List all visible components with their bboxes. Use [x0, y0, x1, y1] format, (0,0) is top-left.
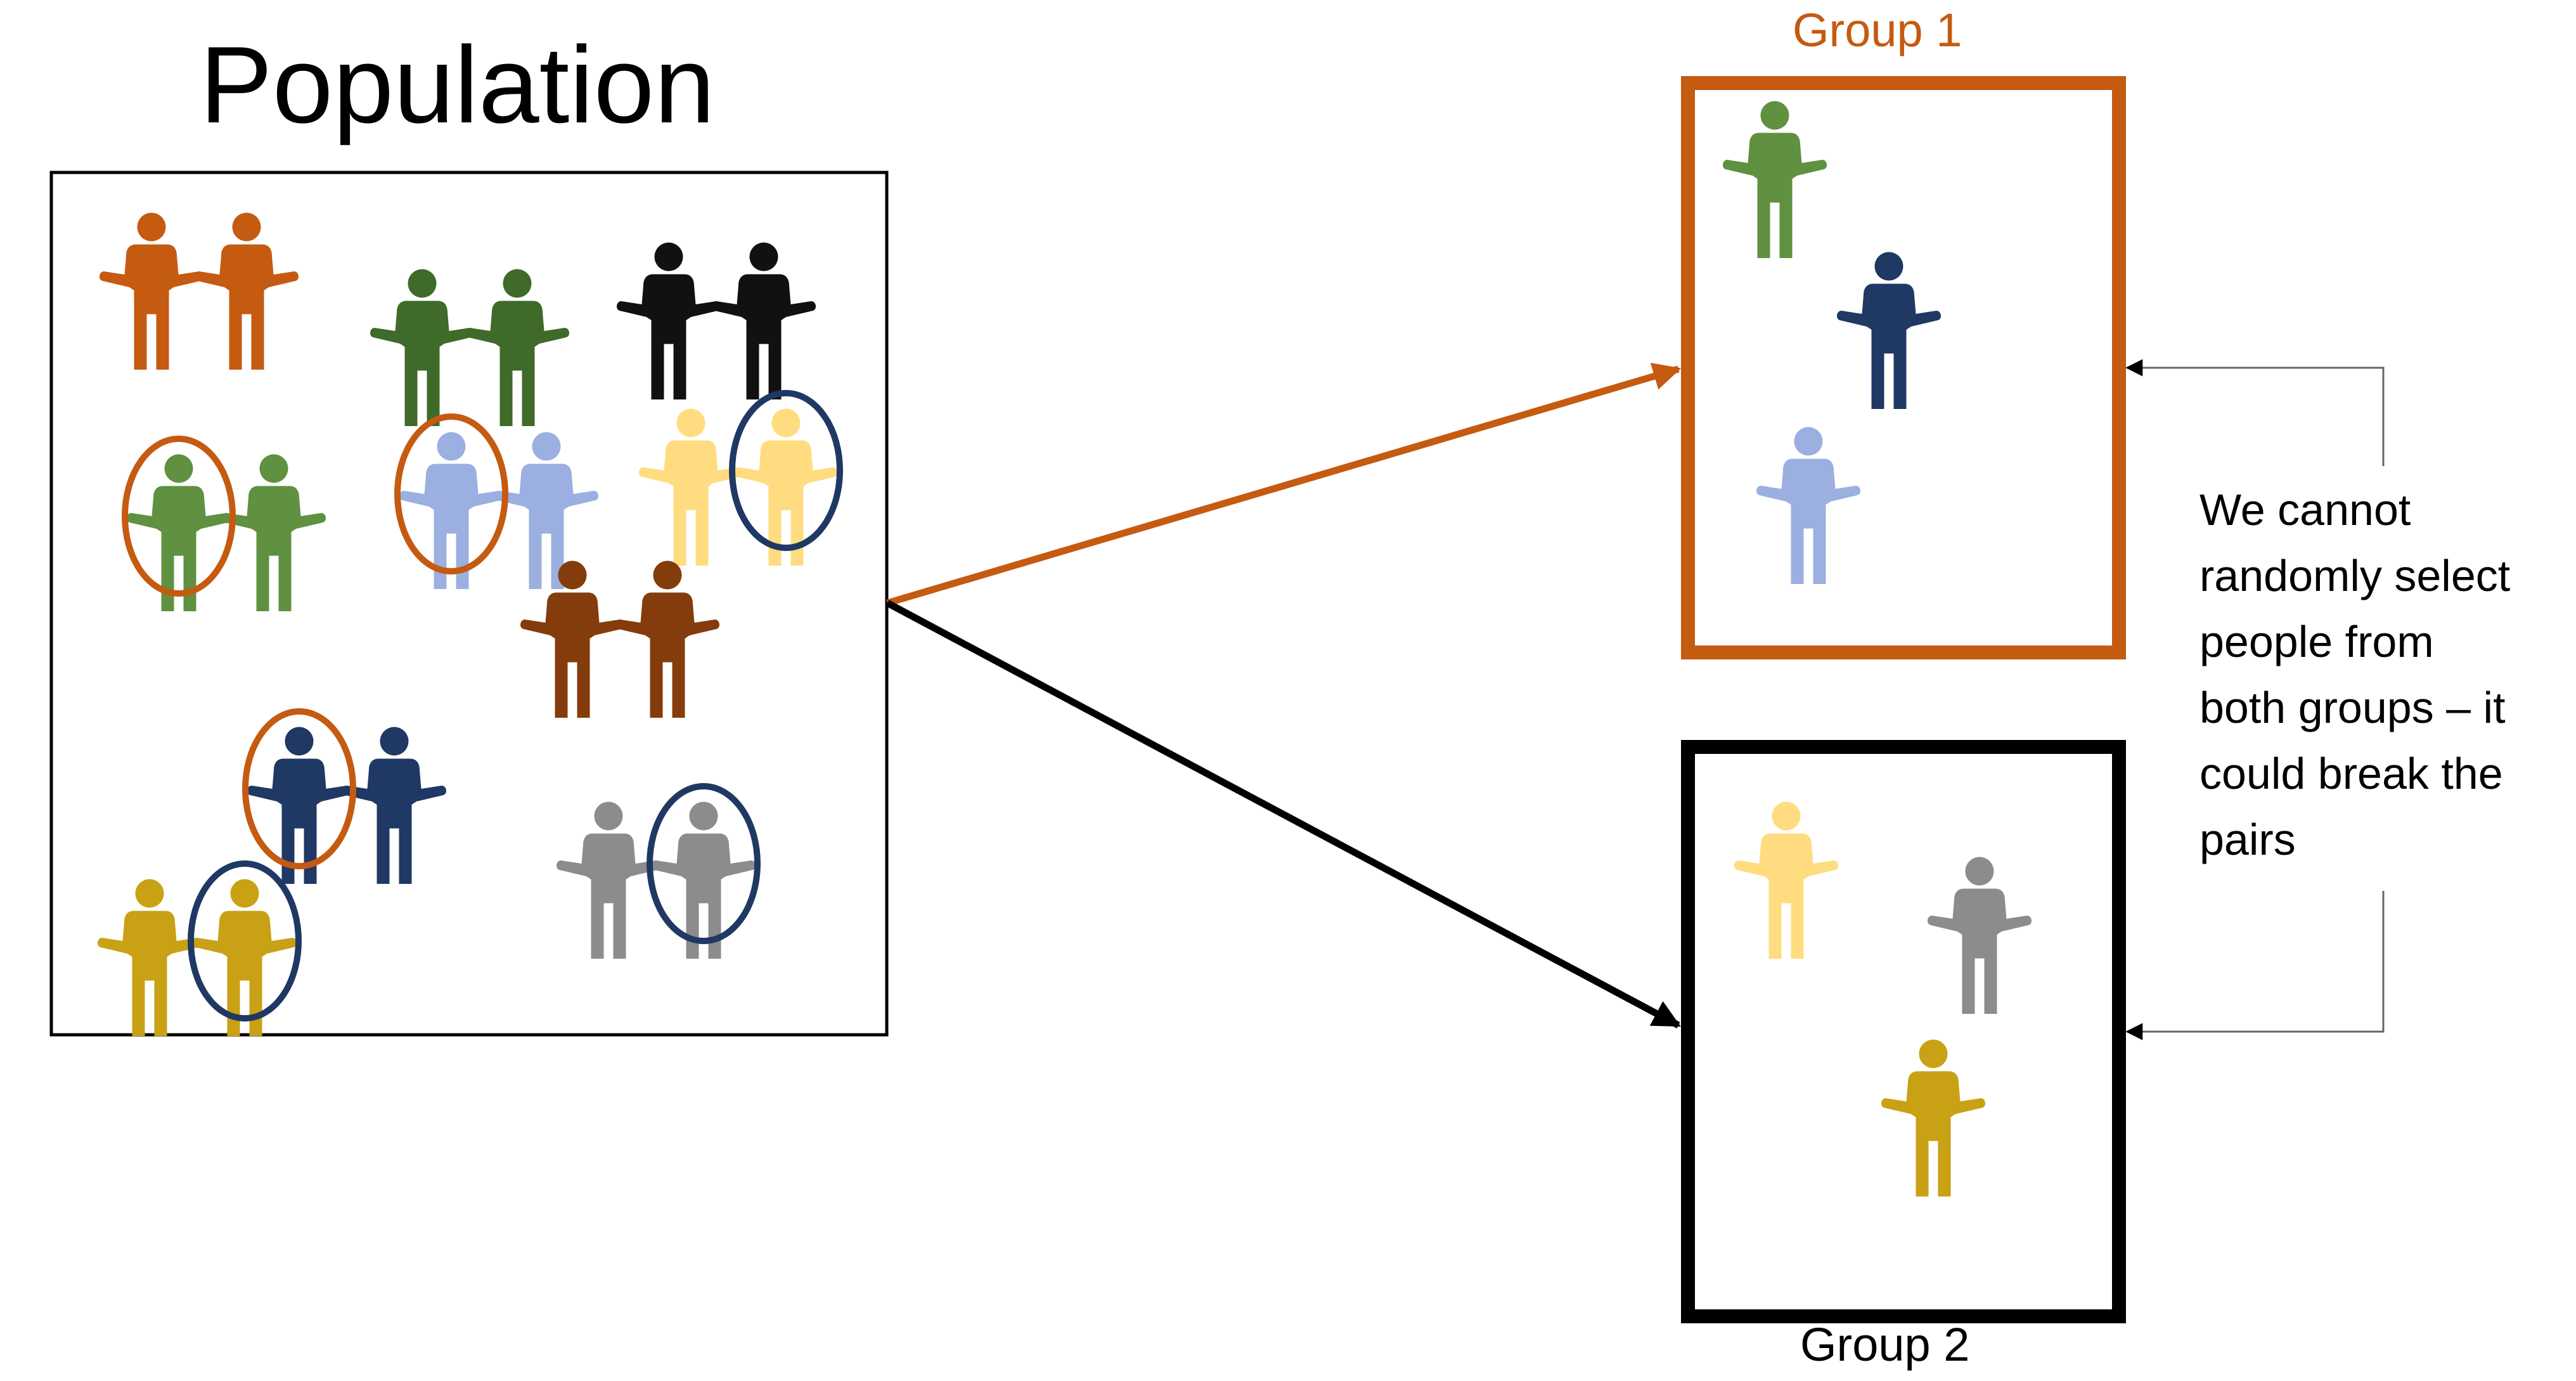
- person-pair: [556, 783, 761, 959]
- arrow-to-group1: [886, 363, 1682, 607]
- note-line: people from: [2199, 617, 2434, 666]
- person-icon: [616, 242, 721, 399]
- selection-circle: [729, 390, 843, 551]
- selection-circle: [188, 860, 302, 1021]
- person-icon: [638, 408, 744, 566]
- person-icon: [711, 242, 816, 399]
- note-line: We cannot: [2199, 485, 2411, 535]
- group2-title: Group 2: [1800, 1318, 1970, 1371]
- note-line: pairs: [2199, 815, 2296, 864]
- selection-circle: [394, 413, 508, 574]
- arrow-to-group2: [886, 600, 1681, 1028]
- person-icon: [1722, 101, 1827, 258]
- person-icon: [465, 269, 570, 426]
- person-icon: [194, 212, 299, 370]
- person-icon: [370, 269, 475, 426]
- person-pair: [616, 242, 816, 399]
- selection-circle: [122, 436, 236, 597]
- person-icon: [192, 879, 297, 1036]
- person-icon: [1836, 252, 1942, 409]
- selection-circle: [647, 783, 761, 944]
- person-pair: [520, 561, 720, 718]
- person-pair: [99, 212, 299, 370]
- group2-figures: [1734, 801, 2032, 1196]
- person-icon: [342, 727, 447, 884]
- person-icon: [615, 561, 720, 718]
- person-icon: [1756, 427, 1861, 584]
- person-pair: [638, 390, 843, 566]
- person-icon: [1927, 857, 2032, 1014]
- person-icon: [651, 801, 756, 959]
- group2-box: [1681, 740, 2126, 1323]
- population-title: Population: [200, 24, 715, 146]
- person-icon: [221, 454, 326, 611]
- group1-title: Group 1: [1793, 4, 1962, 56]
- person-icon: [733, 408, 839, 566]
- group1-figures: [1722, 101, 1942, 584]
- person-pair: [122, 436, 326, 611]
- person-icon: [247, 727, 352, 884]
- note-line: randomly select: [2199, 551, 2511, 600]
- note-line: both groups – it: [2199, 683, 2506, 732]
- person-pair: [242, 708, 447, 884]
- note-connector-top: [2125, 359, 2385, 466]
- person-pair: [97, 860, 302, 1036]
- population-figures: [97, 212, 843, 1036]
- person-icon: [399, 432, 504, 589]
- note-text: We cannot randomly select people from bo…: [2199, 477, 2576, 872]
- group1-box: [1681, 76, 2126, 659]
- person-pair: [394, 413, 599, 589]
- person-icon: [97, 879, 202, 1036]
- person-icon: [1734, 801, 1839, 959]
- population-box: [49, 171, 889, 1037]
- note-connector-bottom: [2125, 891, 2385, 1041]
- person-icon: [1881, 1039, 1986, 1196]
- person-pair: [370, 269, 570, 426]
- person-icon: [556, 801, 661, 959]
- note-line: could break the: [2199, 749, 2503, 798]
- person-icon: [126, 454, 231, 611]
- person-icon: [99, 212, 204, 370]
- selection-circle: [242, 708, 356, 869]
